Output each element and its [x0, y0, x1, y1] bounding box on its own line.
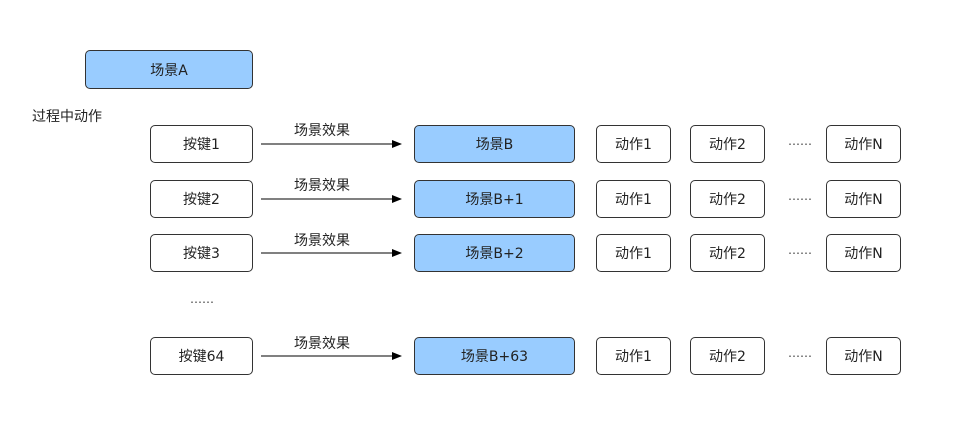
action-label: 动作1 — [615, 192, 652, 208]
action-box: 动作2 — [690, 234, 765, 272]
action-box: 动作1 — [596, 180, 671, 218]
key-box: 按键3 — [150, 234, 253, 272]
action-label: 动作1 — [615, 246, 652, 262]
key-box: 按键2 — [150, 180, 253, 218]
action-box: 动作2 — [690, 337, 765, 375]
key-label: 按键1 — [183, 137, 220, 153]
action-box: 动作N — [826, 125, 901, 163]
scene-a-box: 场景A — [85, 50, 253, 89]
key-box: 按键1 — [150, 125, 253, 163]
action-label: 动作1 — [615, 349, 652, 365]
action-label: 动作N — [844, 349, 883, 365]
scene-box: 场景B+1 — [414, 180, 575, 218]
scene-label: 场景B+63 — [460, 349, 529, 365]
scene-label: 场景B+1 — [465, 192, 524, 208]
action-box: 动作2 — [690, 125, 765, 163]
scene-a-label: 场景A — [150, 62, 188, 79]
action-box: 动作N — [826, 337, 901, 375]
action-label: 动作1 — [615, 137, 652, 153]
key-label: 按键3 — [183, 246, 220, 262]
action-box: 动作2 — [690, 180, 765, 218]
key-box: 按键64 — [150, 337, 253, 375]
scene-label: 场景B+2 — [465, 246, 524, 262]
key-label: 按键64 — [178, 349, 225, 365]
action-box: 动作N — [826, 180, 901, 218]
action-box: 动作1 — [596, 125, 671, 163]
scene-label: 场景B — [475, 137, 514, 153]
row-ellipsis: …… — [788, 189, 812, 203]
row-ellipsis: …… — [788, 134, 812, 148]
row-ellipsis: …… — [788, 346, 812, 360]
action-label: 动作N — [844, 137, 883, 153]
effect-label: 场景效果 — [294, 233, 350, 249]
action-box: 动作N — [826, 234, 901, 272]
rows-ellipsis: …… — [190, 292, 214, 306]
action-label: 动作2 — [709, 137, 746, 153]
scene-box: 场景B+2 — [414, 234, 575, 272]
effect-label: 场景效果 — [294, 123, 350, 139]
row-ellipsis: …… — [788, 243, 812, 257]
section-label: 过程中动作 — [32, 109, 102, 125]
scene-box: 场景B+63 — [414, 337, 575, 375]
action-label: 动作N — [844, 192, 883, 208]
key-label: 按键2 — [183, 192, 220, 208]
scene-box: 场景B — [414, 125, 575, 163]
action-label: 动作2 — [709, 192, 746, 208]
action-box: 动作1 — [596, 337, 671, 375]
action-label: 动作N — [844, 246, 883, 262]
action-box: 动作1 — [596, 234, 671, 272]
action-label: 动作2 — [709, 349, 746, 365]
action-label: 动作2 — [709, 246, 746, 262]
effect-label: 场景效果 — [294, 178, 350, 194]
effect-label: 场景效果 — [294, 336, 350, 352]
